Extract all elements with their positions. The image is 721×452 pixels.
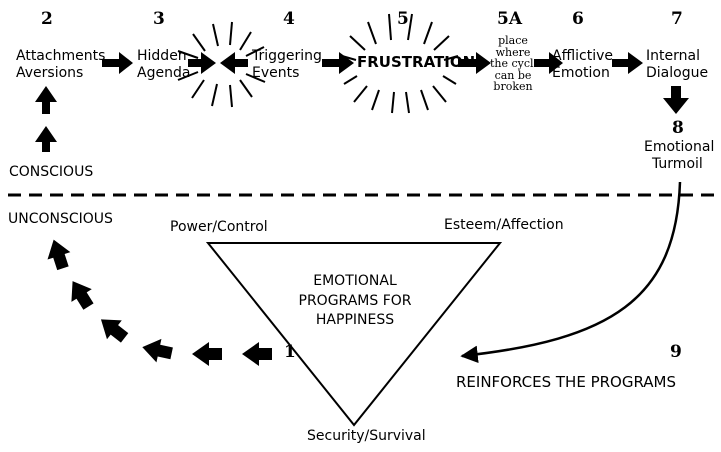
step-6-number: 6: [572, 9, 584, 29]
step-8-label-2: Turmoil: [652, 156, 703, 172]
triangle-top-right-label: Esteem/Affection: [444, 217, 564, 233]
step-1-number: 1: [284, 342, 296, 362]
return-arrow-4: [100, 319, 129, 343]
step-8-number: 8: [672, 118, 684, 138]
step-7-number: 7: [671, 9, 683, 29]
step-5a-label: place where the cycle can be broken: [490, 34, 541, 94]
step-5-label: FRUSTRATION: [357, 53, 476, 71]
arrow-4-into-agenda: [220, 52, 248, 74]
step-9-number: 9: [670, 342, 682, 362]
unconscious-label: UNCONSCIOUS: [8, 211, 113, 227]
return-arrow-2: [192, 342, 222, 366]
step-5a-number: 5A: [497, 9, 523, 29]
triangle-center-text: EMOTIONAL PROGRAMS FOR HAPPINESS: [290, 272, 420, 331]
programs-triangle: [205, 242, 503, 427]
step-4-number: 4: [283, 9, 295, 29]
triangle-top-left-label: Power/Control: [170, 219, 268, 235]
step-2-number: 2: [41, 9, 53, 29]
burst-frustration: [341, 13, 459, 114]
conscious-label: CONSCIOUS: [9, 164, 94, 180]
flow-arrows: [35, 52, 689, 366]
triangle-bottom-label: Security/Survival: [307, 428, 426, 444]
arrow-2-to-3: [102, 52, 133, 74]
step-6-label-1: Afflictive: [552, 48, 613, 64]
return-arrow-3: [142, 338, 173, 363]
step-5a-line-5: broken: [493, 80, 533, 94]
step-8-label-1: Emotional: [644, 139, 715, 155]
step-2-label-1: Attachments: [16, 48, 106, 64]
arrow-up-conscious-2: [35, 86, 57, 114]
arrow-7-to-8: [663, 86, 689, 114]
arrow-5-to-5a: [458, 52, 491, 74]
step-4-label-2: Events: [252, 65, 300, 81]
triangle-line-1: EMOTIONAL: [313, 273, 397, 289]
return-arrow-5: [71, 281, 94, 310]
return-arrow-6: [47, 239, 71, 271]
step-3-label-1: Hidden: [137, 48, 187, 64]
triangle-line-3: HAPPINESS: [315, 312, 395, 329]
step-5a-line-1: place: [498, 34, 528, 47]
step-9-label: REINFORCES THE PROGRAMS: [456, 373, 677, 391]
step-5a-line-4: can be: [494, 68, 532, 82]
arrow-5a-to-6: [534, 52, 563, 74]
step-5-number: 5: [397, 9, 409, 29]
arrow-6-to-7: [612, 52, 643, 74]
triangle-line-2: PROGRAMS FOR: [298, 292, 412, 309]
arrow-4-to-5: [322, 52, 354, 74]
step-5a-line-2: where: [495, 45, 531, 59]
step-3-number: 3: [153, 9, 165, 29]
curve-8-to-9: [460, 181, 682, 364]
step-3-label-2: Agenda: [137, 65, 191, 81]
step-7-label-2: Dialogue: [646, 65, 709, 81]
step-2-label-2: Aversions: [16, 65, 84, 81]
arrow-up-conscious-1: [35, 126, 57, 152]
step-6-label-2: Emotion: [552, 65, 610, 81]
step-4-label-1: Triggering: [252, 48, 322, 64]
arrow-3-into-agenda: [188, 52, 216, 74]
step-5a-line-3: the cycle: [490, 57, 541, 71]
return-arrow-1: [242, 342, 272, 366]
step-7-label-1: Internal: [646, 48, 700, 64]
burst-hidden-agenda: [177, 21, 266, 108]
